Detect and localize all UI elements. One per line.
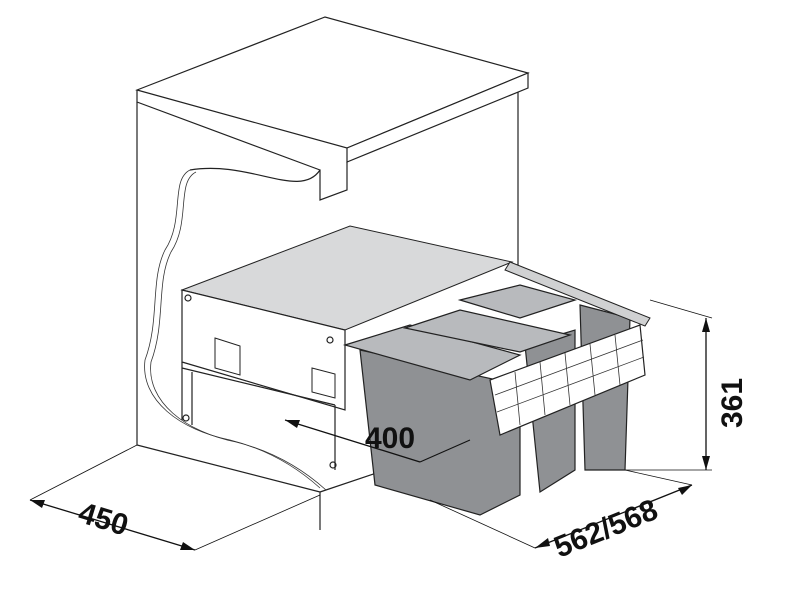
rail: [504, 261, 651, 327]
dimension-361: 361: [625, 299, 749, 471]
bin-front-top: [342, 324, 522, 381]
bin-inner-rear: [402, 309, 573, 353]
dimension-400: 400: [284, 419, 471, 463]
drawer-side: [181, 289, 346, 411]
dimension-450: 450: [29, 444, 321, 551]
dimension-label-562-568: 562/568: [550, 493, 663, 564]
screw: [326, 336, 334, 344]
drawer-lower-frame: [181, 362, 336, 470]
dimension-label-361: 361: [716, 378, 749, 428]
countertop-front: [346, 72, 529, 163]
cutaway-line: [144, 169, 321, 489]
dimension-label-450: 450: [75, 496, 133, 542]
dimension-label-400: 400: [365, 422, 415, 455]
screw: [329, 461, 337, 469]
rack-grid: [494, 334, 645, 426]
countertop-top: [135, 16, 530, 149]
screw: [184, 294, 192, 302]
cutaway-line-2: [150, 171, 327, 491]
bin-inner-back: [457, 284, 578, 319]
countertop-underside: [136, 90, 519, 272]
bracket: [311, 367, 336, 399]
bracket: [214, 337, 241, 376]
screw: [182, 414, 190, 422]
